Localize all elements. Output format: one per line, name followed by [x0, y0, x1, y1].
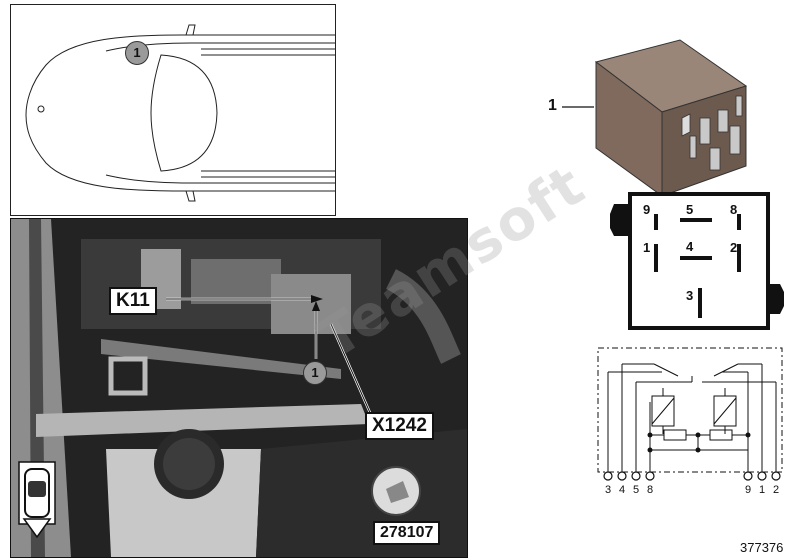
photo-image-number: 278107: [373, 521, 441, 545]
relay-pin-3: 3: [686, 288, 694, 303]
relay-pin-1: 1: [643, 240, 651, 255]
engine-bay-artwork: [11, 219, 467, 557]
schematic-pin-8: 8: [646, 484, 654, 496]
schematic-pin-9: 9: [744, 484, 752, 496]
car-outline-drawing: [25, 24, 335, 202]
relay-circuit-schematic: [597, 347, 783, 481]
part-callout-number: 1: [548, 97, 557, 114]
x1242-label: X1242: [365, 412, 434, 440]
relay-pin-2: 2: [730, 240, 738, 255]
schematic-pin-4: 4: [618, 484, 626, 496]
relay-pin-8: 8: [730, 202, 738, 217]
relay-illustration: [562, 39, 748, 196]
schematic-pin-2: 2: [772, 484, 780, 496]
schematic-pin-5: 5: [632, 484, 640, 496]
relay-pin-9: 9: [643, 202, 651, 217]
engine-bay-photo: K11 X1242 1 278107: [10, 218, 468, 558]
diagram-number: 377376: [740, 540, 784, 555]
photo-callout: 1: [303, 361, 327, 385]
k11-label: K11: [109, 287, 157, 315]
relay-pin-5: 5: [686, 202, 694, 217]
schematic-pin-3: 3: [604, 484, 612, 496]
relay-pin-face: [610, 192, 784, 330]
locator-callout: 1: [125, 41, 149, 65]
car-locator-panel: 1: [10, 4, 336, 216]
relay-pin-4: 4: [686, 239, 694, 254]
schematic-pin-1: 1: [758, 484, 766, 496]
